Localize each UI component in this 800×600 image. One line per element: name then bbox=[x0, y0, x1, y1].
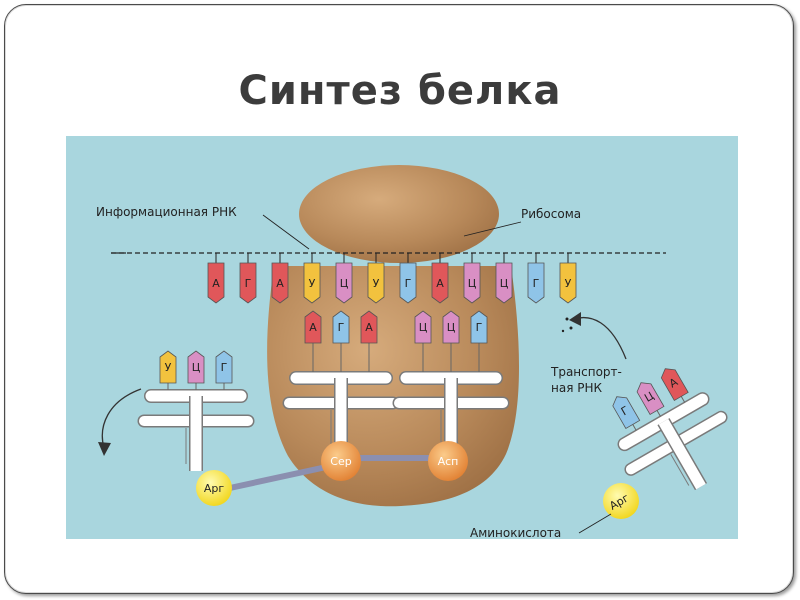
trna-left-anticodon-letter: У bbox=[165, 361, 172, 374]
mrna-codon: У bbox=[560, 263, 576, 303]
trna-left-anticodon: Г bbox=[216, 351, 232, 383]
mrna-codon-letter: Ц bbox=[500, 277, 509, 290]
mrna-codon-letter: Ц bbox=[340, 277, 349, 290]
mrna-codon-letter: Г bbox=[405, 277, 412, 290]
trna-bound-1-anticodon-letter: А bbox=[309, 321, 317, 334]
label-trna-line1: Транспорт- bbox=[550, 365, 622, 379]
mrna-codon-letter: Г bbox=[245, 277, 252, 290]
mrna-codon: У bbox=[304, 263, 320, 303]
trna-left-anticodon: У bbox=[160, 351, 176, 383]
mrna-codon-letter: Ц bbox=[468, 277, 477, 290]
label-amino-acid: Аминокислота bbox=[470, 526, 561, 539]
label-mrna: Информационная РНК bbox=[96, 205, 237, 219]
mrna-codon-letter: У bbox=[565, 277, 572, 290]
amino-acid-left: Арг bbox=[196, 470, 232, 506]
mrna-codon-letter: А bbox=[276, 277, 284, 290]
trna-left-anticodon-letter: Г bbox=[221, 361, 228, 374]
trna-bound-1-anticodon: Г bbox=[333, 311, 349, 343]
slide-title: Синтез белка bbox=[0, 68, 800, 114]
mrna-codon-letter: А bbox=[436, 277, 444, 290]
trna-bound-2-anticodon-letter: Ц bbox=[447, 321, 456, 334]
mrna-codon: А bbox=[272, 263, 288, 303]
mrna-codon: Ц bbox=[464, 263, 480, 303]
mrna-codon-letter: У bbox=[373, 277, 380, 290]
amino-acid-ser: Сер bbox=[321, 441, 361, 481]
mrna-codon: У bbox=[368, 263, 384, 303]
mrna-codon: Г bbox=[400, 263, 416, 303]
trna-bound-2-anticodon: Ц bbox=[415, 311, 431, 343]
trna-bound-2-anticodon-letter: Ц bbox=[419, 321, 428, 334]
mrna-codon: А bbox=[208, 263, 224, 303]
mrna-codon-letter: У bbox=[309, 277, 316, 290]
trna-bound-1-anticodon: А bbox=[305, 311, 321, 343]
trna-bound-2-anticodon-letter: Г bbox=[476, 321, 483, 334]
trna-bound-1-anticodon-letter: А bbox=[365, 321, 373, 334]
amino-acid-right: Арг bbox=[603, 483, 639, 519]
trna-bound-2-anticodon: Ц bbox=[443, 311, 459, 343]
label-trna-line2: ная РНК bbox=[551, 381, 602, 395]
label-ribosome: Рибосома bbox=[521, 207, 581, 221]
amino-acid-asp-label: Асп bbox=[438, 455, 459, 468]
amino-acid-ser-label: Сер bbox=[330, 455, 351, 468]
mrna-codon: Ц bbox=[496, 263, 512, 303]
mrna-codon-letter: А bbox=[212, 277, 220, 290]
trna-bound-1-anticodon: А bbox=[361, 311, 377, 343]
amino-acid-left-label: Арг bbox=[204, 482, 225, 495]
mrna-codon: Г bbox=[528, 263, 544, 303]
mrna-codon: А bbox=[432, 263, 448, 303]
mrna-codon: Ц bbox=[336, 263, 352, 303]
trna-bound-1-anticodon-letter: Г bbox=[338, 321, 345, 334]
trna-left-anticodon-letter: Ц bbox=[192, 361, 201, 374]
amino-acid-asp: Асп bbox=[428, 441, 468, 481]
trna-bound-2-anticodon: Г bbox=[471, 311, 487, 343]
mrna-codon-letter: Г bbox=[533, 277, 540, 290]
mrna-codon: Г bbox=[240, 263, 256, 303]
trna-left-anticodon: Ц bbox=[188, 351, 204, 383]
